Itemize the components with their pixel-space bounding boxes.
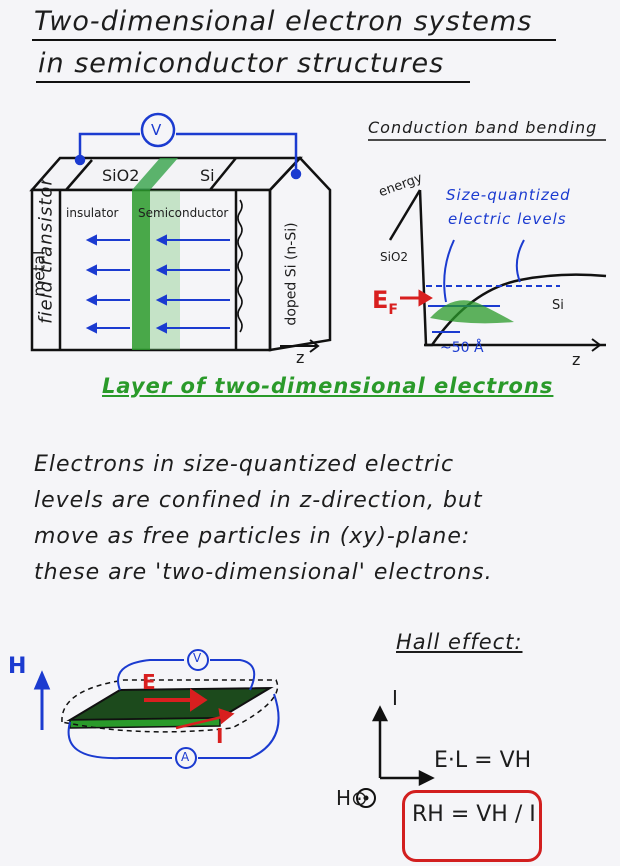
ef-sub: F xyxy=(388,301,398,318)
label-si: Si xyxy=(200,166,215,185)
hall-title: Hall effect: xyxy=(396,630,523,654)
z-axis-band xyxy=(562,338,602,352)
band-si: Si xyxy=(552,298,564,313)
label-metal: metal xyxy=(29,250,49,297)
width-label: ~50 Å xyxy=(440,340,484,356)
hall-sample xyxy=(61,679,279,733)
paragraph-line-2: levels are confined in z-direction, but xyxy=(34,488,483,513)
depletion-wave xyxy=(237,199,243,333)
paragraph-line-3: move as free particles in (xy)-plane: xyxy=(34,524,471,549)
hall-el-equation: E·L = VH xyxy=(434,748,532,773)
green-layer-front xyxy=(132,190,150,350)
hall-i-label: I xyxy=(216,724,224,748)
h-arrow xyxy=(33,670,51,730)
hall-e-label: E xyxy=(142,670,156,694)
band-sio2: SiO2 xyxy=(380,250,409,264)
z-axis-block xyxy=(280,339,320,353)
hall-wiring xyxy=(67,649,280,769)
rh-box xyxy=(402,790,542,862)
hall-ammeter-icon: A xyxy=(181,750,190,764)
title-line-2: in semiconductor structures xyxy=(38,48,445,79)
paragraph-line-4: these are 'two-dimensional' electrons. xyxy=(34,560,493,585)
label-z-band: z xyxy=(572,350,581,369)
voltmeter-circuit xyxy=(74,112,302,180)
label-doped-si: doped Si (n-Si) xyxy=(283,222,300,326)
size-quantized-label-1: Size-quantized xyxy=(446,186,571,204)
label-semiconductor: Semiconductor xyxy=(138,206,229,220)
hall-axes xyxy=(371,705,435,787)
size-quantized-label-2: electric levels xyxy=(448,210,567,228)
electron-density xyxy=(430,300,514,324)
band-title: Conduction band bending xyxy=(368,118,598,137)
hall-i-arrow xyxy=(175,708,235,730)
field-arrows xyxy=(85,234,230,334)
hall-voltmeter-icon: V xyxy=(193,651,202,665)
paragraph-line-1: Electrons in size-quantized electric xyxy=(34,452,455,477)
hall-i-axis: I xyxy=(392,686,398,710)
h-dot-icon xyxy=(356,788,376,808)
rh-equation: RH = VH / I xyxy=(412,802,536,827)
label-z-block: z xyxy=(296,348,305,367)
green-layer-top xyxy=(132,158,178,190)
label-insulator: insulator xyxy=(66,206,119,220)
ef-arrow xyxy=(400,289,433,307)
label-sio2: SiO2 xyxy=(102,166,140,185)
title-line-1: Two-dimensional electron systems xyxy=(34,6,533,37)
fermi-level-label: EF xyxy=(372,286,398,318)
h-label: H xyxy=(8,654,27,679)
transistor-block xyxy=(29,156,332,352)
ef-main: E xyxy=(372,286,389,314)
quantized-levels xyxy=(426,239,560,307)
layer-caption: Layer of two-dimensional electrons xyxy=(102,374,554,398)
voltmeter-icon: V xyxy=(151,121,162,139)
hall-h-dot: H⊙ xyxy=(336,786,368,810)
hall-e-arrow xyxy=(144,688,208,712)
